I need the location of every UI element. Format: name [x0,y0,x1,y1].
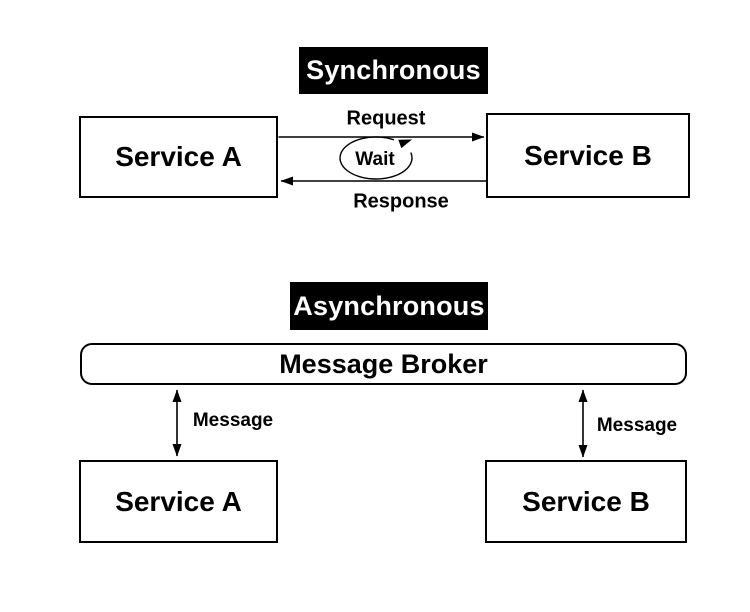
synchronous-title: Synchronous [299,47,488,94]
wait-loop-arrowhead [398,139,412,149]
message-left-label: Message [192,410,274,431]
asynchronous-title-label: Asynchronous [293,290,485,321]
synchronous-title-label: Synchronous [306,55,481,85]
request-label: Request [346,107,426,130]
message-broker-label: Message Broker [279,348,488,379]
sync-service-b-box: Service B [486,113,690,198]
async-service-a-label: Service A [115,485,242,517]
message-broker-box: Message Broker [80,343,687,385]
asynchronous-title: Asynchronous [290,282,488,330]
sync-service-a-box: Service A [79,116,278,198]
response-label: Response [353,190,449,213]
async-service-b-label: Service B [522,485,650,517]
sync-service-a-label: Service A [115,141,242,172]
wait-label: Wait [355,149,395,170]
message-right-label: Message [596,415,678,436]
async-service-a-box: Service A [79,460,278,543]
async-service-b-box: Service B [485,460,687,543]
sync-service-b-label: Service B [524,139,652,171]
